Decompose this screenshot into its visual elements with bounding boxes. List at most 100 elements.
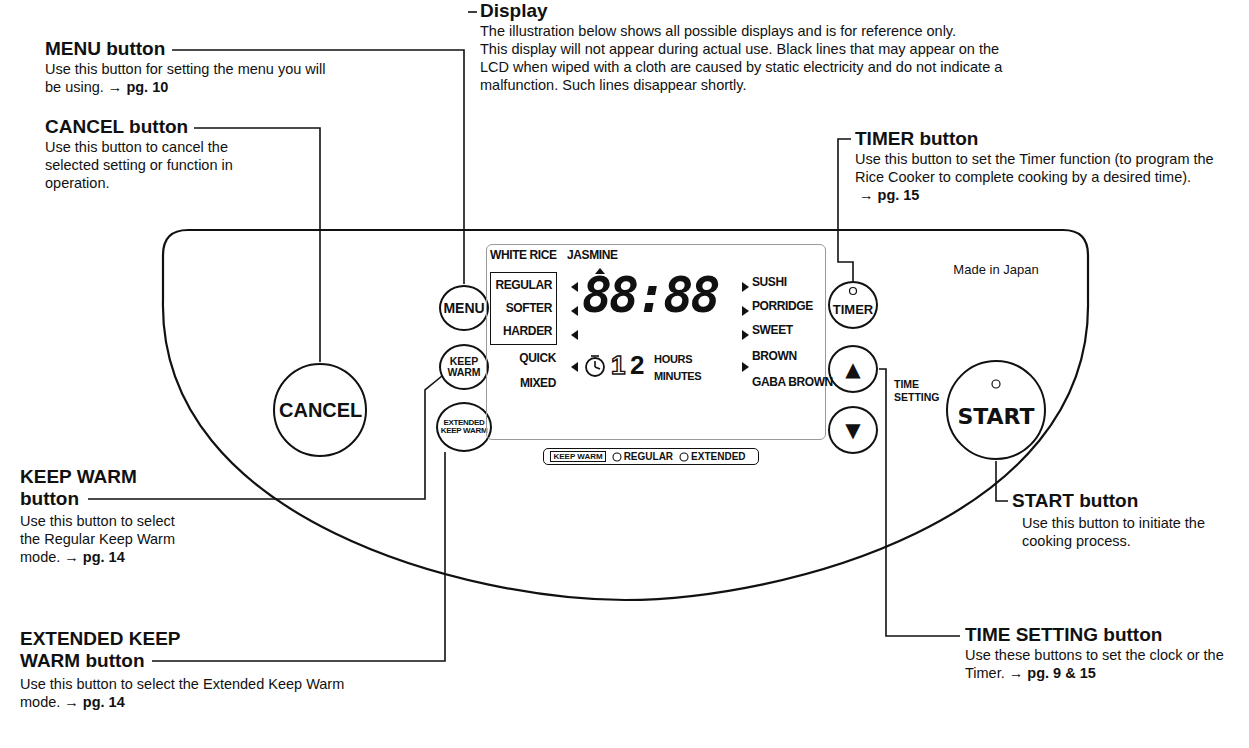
callout-heading: START button [1012, 490, 1138, 511]
callout: MENU buttonUse this button for setting t… [45, 38, 345, 96]
callout-row: KEEP WARM button [20, 466, 170, 510]
callout-row: Use this button to select the Regular Ke… [20, 512, 195, 566]
display-text: MINUTES [654, 371, 701, 382]
leader-line [468, 11, 477, 13]
callout-row: Use this button to cancel the selected s… [45, 138, 233, 192]
lcd-arrow [742, 362, 749, 372]
lcd-arrow [571, 282, 578, 292]
callout-row: Use these buttons to set the clock or th… [965, 646, 1243, 682]
callout-text: Use this button to initiate the cooking … [1022, 515, 1205, 549]
callout: TIME SETTING buttonUse these buttons to … [965, 624, 1243, 682]
callout-heading: Display [480, 0, 548, 21]
callout-row: Display [480, 0, 1020, 22]
display-text: GABA BROWN [752, 376, 833, 388]
callout: Use this button to select the Extended K… [20, 675, 380, 711]
page-reference: → pg. 10 [108, 78, 168, 96]
display-text: QUICK [519, 352, 556, 364]
lcd-arrow [742, 306, 749, 316]
callout: DisplayThe illustration below shows all … [480, 0, 1020, 94]
button-label: MENU [443, 301, 484, 316]
menu-button: MENU [439, 285, 489, 331]
display-text: SUSHI [752, 276, 787, 288]
start-button: START [946, 360, 1046, 460]
display-text: BROWN [752, 350, 797, 362]
display-text: PORRIDGE [752, 300, 813, 312]
display-text: 88:88 [582, 270, 718, 320]
button-label: TIMER [833, 303, 873, 317]
page-reference: → pg. 15 [859, 186, 919, 204]
menu-option: REGULAR [495, 274, 552, 297]
callout-row: MENU button [45, 38, 345, 60]
texture-group: REGULARSOFTERHARDER [490, 272, 557, 345]
display-text: 2 [630, 352, 644, 378]
callout: KEEP WARM button [20, 466, 170, 510]
callout-heading: CANCEL button [45, 116, 188, 137]
callout-row: The illustration below shows all possibl… [480, 22, 1020, 40]
callout: TIMER buttonUse this button to set the T… [855, 128, 1230, 204]
keep-warm-indicator: KEEP WARM REGULAR EXTENDED [543, 448, 758, 465]
panel-note: Made in Japan [953, 262, 1038, 277]
clock-icon [586, 356, 604, 376]
leader-line [152, 452, 445, 661]
indicator-text: EXTENDED [691, 451, 745, 462]
page-reference: → pg. 9 & 15 [1009, 664, 1096, 682]
callout-heading: MENU button [45, 38, 165, 59]
callout-text: Use this button to set the Timer functio… [855, 151, 1214, 185]
callout-row: This display will not appear during actu… [480, 40, 1020, 94]
leader-lines [88, 12, 1008, 661]
callout-heading: TIMER button [855, 128, 978, 149]
display-text: SWEET [752, 324, 793, 336]
timer-button: TIMER [828, 281, 878, 329]
start-lamp [992, 380, 1000, 388]
callout-row: Use this button to initiate the cooking … [1022, 514, 1217, 550]
callout-text: Use this button for setting the menu you… [45, 61, 325, 95]
up-button: ▲ [828, 345, 878, 393]
extended-keep-warm-button: EXTENDED KEEP WARM [436, 402, 492, 452]
callout-row: TIMER button [855, 128, 1230, 150]
indicator-text: REGULAR [624, 451, 673, 462]
callout: EXTENDED KEEP WARM button [20, 628, 200, 672]
callout-text: This display will not appear during actu… [480, 41, 1002, 93]
control-panel: Made in JapanCANCEL MENU KEEP WARM EXTENDED… [158, 222, 1094, 604]
lcd-segments [571, 268, 749, 372]
button-symbol: ▼ [845, 420, 860, 441]
indicator-lamp [679, 452, 689, 462]
callout: Use this button to initiate the cooking … [1022, 514, 1217, 550]
callout-text: Use this button to cancel the selected s… [45, 139, 233, 191]
callout-row: TIME SETTING button [965, 624, 1243, 646]
button-label: KEEP WARM [444, 356, 484, 378]
indicator-lamp [612, 452, 622, 462]
callout-row: TIME SETTING [894, 378, 950, 404]
lcd-arrow [571, 306, 578, 316]
callout: TIME SETTING [894, 378, 950, 404]
leader-line [88, 376, 442, 499]
callout-heading: EXTENDED KEEP WARM button [20, 628, 180, 671]
callout-text: The illustration below shows all possibl… [480, 23, 956, 39]
callout-row: CANCEL button [45, 116, 233, 138]
leader-line [838, 139, 853, 281]
button-label: EXTENDED KEEP WARM [440, 419, 488, 436]
menu-option: HARDER [495, 320, 552, 343]
keep-warm-button: KEEP WARM [439, 344, 489, 390]
callout-row: Use this button for setting the menu you… [45, 60, 345, 96]
lcd-arrow [571, 362, 578, 372]
page-reference: → pg. 14 [64, 693, 124, 711]
indicator-text: KEEP WARM [550, 451, 605, 462]
callout-row: EXTENDED KEEP WARM button [20, 628, 200, 672]
callout: START button [1012, 490, 1237, 512]
display-text: JASMINE [567, 249, 618, 261]
panel-label: TIME SETTING [894, 378, 940, 403]
display-window: WHITE RICEJASMINEQUICKMIXED88:8812HOURSM… [486, 244, 826, 440]
callout-heading: TIME SETTING button [965, 624, 1162, 645]
button-symbol: ▲ [845, 359, 860, 380]
callout: Use this button to select the Regular Ke… [20, 512, 195, 566]
button-label: START [957, 405, 1034, 428]
display-text: MIXED [520, 377, 556, 389]
callout-heading: KEEP WARM button [20, 466, 137, 509]
timer-lamp [850, 288, 857, 295]
callout-row: START button [1012, 490, 1237, 512]
cancel-button: CANCEL [273, 363, 367, 457]
callout-row: Use this button to select the Extended K… [20, 675, 380, 711]
display-text: 1 [611, 352, 625, 378]
panel-outline [163, 230, 1088, 600]
